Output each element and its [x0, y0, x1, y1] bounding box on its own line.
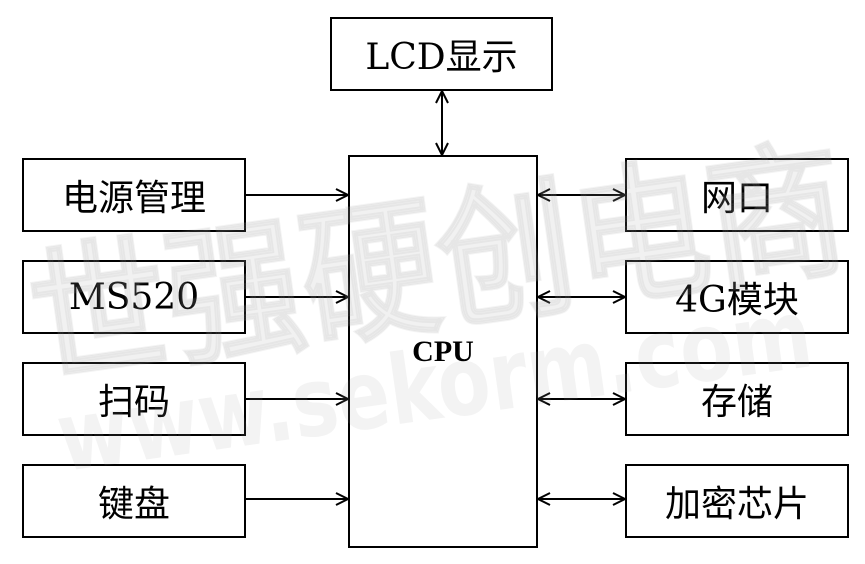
encryption-chip-block: 加密芯片	[625, 464, 849, 538]
ms520-block: MS520	[22, 260, 246, 334]
lcd-display-label: LCD显示	[365, 37, 518, 78]
module-4g-label: 4G模块	[675, 280, 799, 321]
module-4g-block: 4G模块	[625, 260, 849, 334]
network-port-label: 网口	[700, 178, 773, 219]
lcd-display-block: LCD显示	[330, 17, 553, 91]
keyboard-label: 键盘	[97, 484, 170, 525]
cpu-block: CPU	[348, 155, 538, 548]
power-management-label: 电源管理	[61, 178, 206, 219]
network-port-block: 网口	[625, 158, 849, 232]
power-management-block: 电源管理	[22, 158, 246, 232]
storage-label: 存储	[700, 382, 773, 423]
barcode-scan-label: 扫码	[97, 382, 170, 423]
cpu-label: CPU	[412, 334, 474, 368]
encryption-chip-label: 加密芯片	[664, 484, 809, 525]
storage-block: 存储	[625, 362, 849, 436]
ms520-label: MS520	[68, 276, 200, 318]
keyboard-block: 键盘	[22, 464, 246, 538]
barcode-scan-block: 扫码	[22, 362, 246, 436]
